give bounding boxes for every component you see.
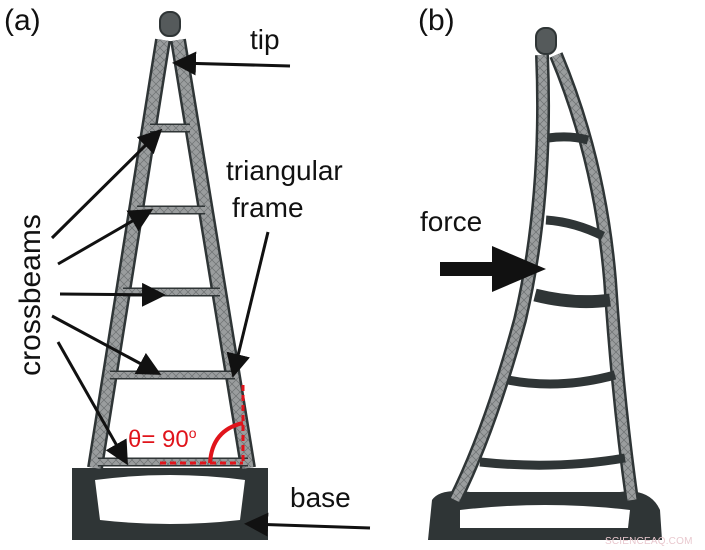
base-label: base: [290, 482, 351, 513]
crossbeam-arrow-1: [50, 128, 163, 240]
angle-value: θ= 90: [128, 426, 189, 453]
crossbeams-b: [479, 132, 626, 470]
base-arrow: [244, 512, 371, 537]
frame-label-line2: frame: [232, 192, 304, 223]
degree-symbol: o: [188, 425, 197, 441]
panel-a-label: (a): [4, 4, 41, 37]
crossbeam-arrow-4: [51, 314, 162, 375]
force-label: force: [420, 206, 483, 237]
frame-label-line1: triangular: [226, 155, 343, 186]
panel-b-label: (b): [418, 4, 455, 37]
tip-arrow: [172, 51, 291, 76]
panel-a-arrows: [50, 51, 371, 537]
panel-a-structure: [72, 11, 268, 540]
crossbeam-arrow-3: [59, 282, 166, 307]
crossbeam-arrow-2: [57, 208, 154, 266]
tip-label: tip: [250, 24, 280, 55]
tip-knob-b: [535, 27, 557, 55]
force-arrow: [440, 246, 546, 292]
angle-label: θ= 90o: [128, 425, 197, 454]
angle-annotation: [160, 385, 245, 465]
crossbeams-label: crossbeams: [13, 214, 47, 376]
panel-b-structure: [428, 27, 662, 540]
crossbeam-arrow-5: [56, 341, 128, 466]
tip-knob: [159, 11, 181, 37]
watermark: SCIENCEAQ.COM: [605, 536, 693, 547]
frame-arrow: [226, 231, 270, 378]
